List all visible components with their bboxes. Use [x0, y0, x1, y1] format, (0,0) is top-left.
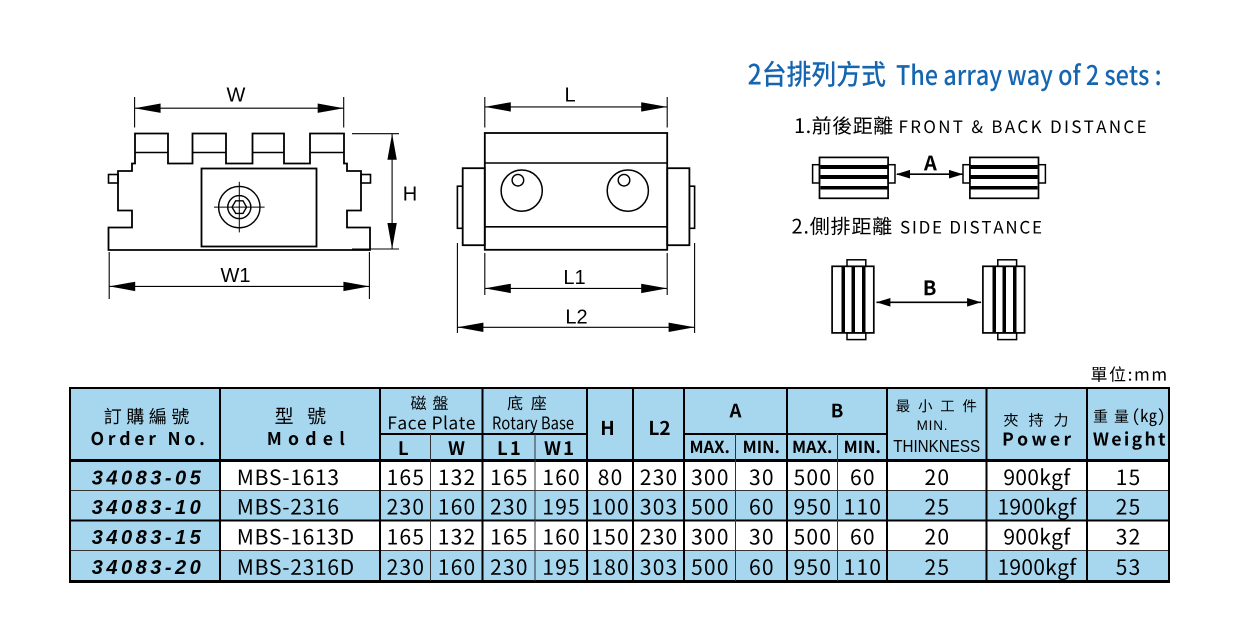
svg-text:34083-10: 34083-10: [92, 497, 205, 519]
svg-text:W1: W1: [221, 265, 251, 287]
svg-text:34083-05: 34083-05: [92, 468, 205, 490]
svg-text:34083-15: 34083-15: [92, 527, 205, 549]
svg-text:H: H: [403, 184, 417, 206]
svg-text:THINKNESS: THINKNESS: [893, 436, 980, 456]
svg-text:34083-20: 34083-20: [92, 557, 205, 579]
svg-text:L1: L1: [563, 267, 585, 289]
svg-text:MIN.: MIN.: [917, 418, 949, 433]
svg-text:L: L: [564, 85, 575, 107]
svg-text:W: W: [227, 85, 246, 107]
svg-text:L2: L2: [565, 307, 587, 329]
